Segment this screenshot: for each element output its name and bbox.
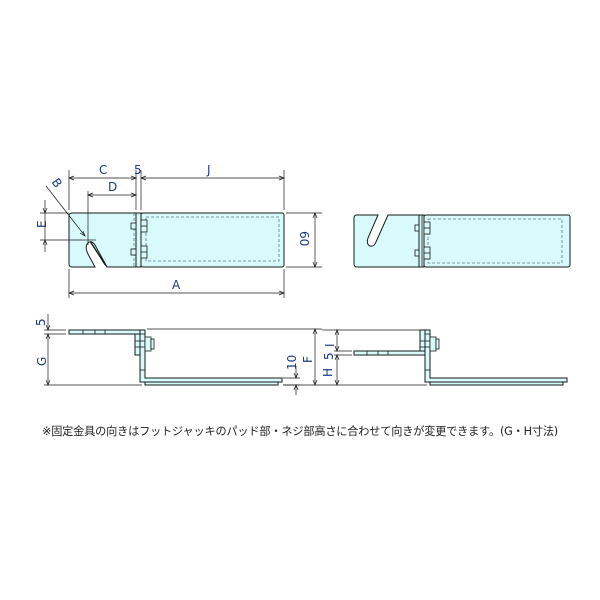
bolt-icon bbox=[135, 336, 155, 352]
side-view-right: I 5 H bbox=[321, 329, 568, 386]
dim-thickness-label: 5 bbox=[134, 163, 142, 177]
dim-5-label: 5 bbox=[34, 318, 48, 326]
footnote: ※固定金具の向きはフットジャッキのパッド部・ネジ部高さに合わせて向きが変更できま… bbox=[42, 425, 558, 438]
top-view-left: C 5 J D B E 60 bbox=[35, 163, 322, 298]
dim-i-label: I bbox=[323, 343, 337, 347]
bolt-icon bbox=[414, 221, 431, 235]
dim-c-label: C bbox=[99, 163, 107, 177]
side-view-left: 5 G 10 F bbox=[34, 314, 322, 395]
bolt-icon bbox=[130, 245, 148, 259]
dim-j-label: J bbox=[206, 163, 211, 177]
right-plate-body bbox=[353, 214, 420, 268]
dim-g-label: G bbox=[35, 357, 49, 366]
bolt-icon bbox=[130, 219, 148, 233]
dim-5-right-label: 5 bbox=[322, 352, 336, 360]
dim-b-label: B bbox=[49, 176, 65, 191]
long-plate bbox=[140, 212, 285, 268]
dim-a-label: A bbox=[172, 278, 181, 292]
bolt-icon bbox=[414, 246, 431, 260]
bolt-icon bbox=[420, 336, 440, 352]
dim-10-label: 10 bbox=[285, 355, 299, 370]
dim-60-label: 60 bbox=[297, 231, 311, 246]
dim-e-label: E bbox=[35, 220, 49, 228]
dim-h-label: H bbox=[321, 368, 335, 377]
dim-d-label: D bbox=[108, 180, 117, 194]
top-view-right bbox=[353, 214, 571, 268]
dim-f-label: F bbox=[301, 356, 315, 363]
